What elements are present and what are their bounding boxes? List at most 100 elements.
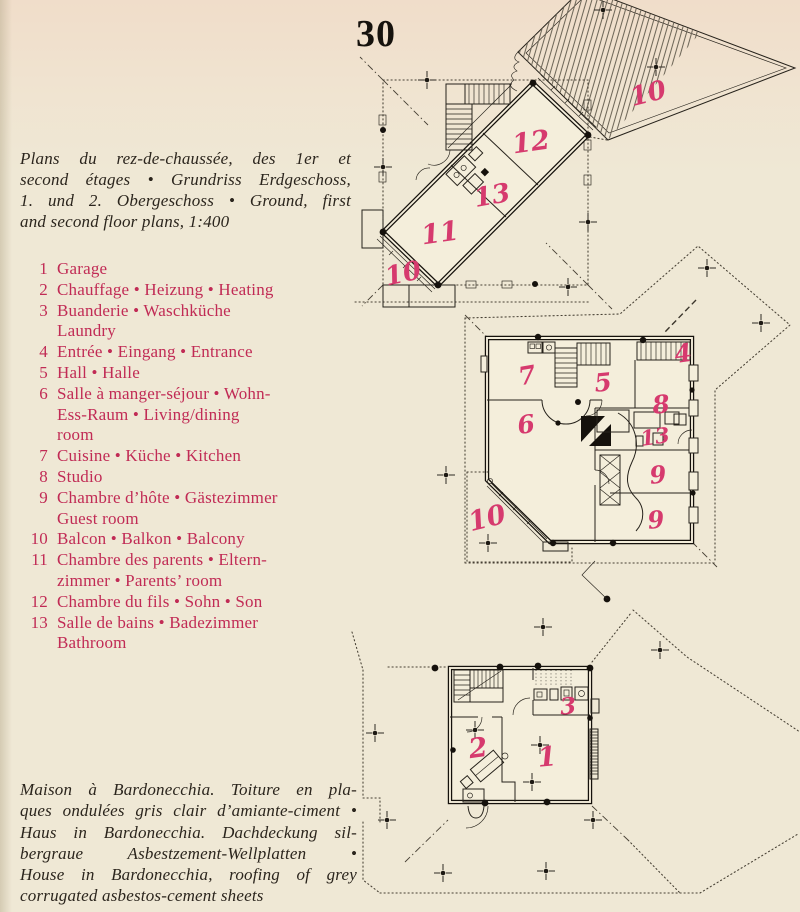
- legend-text: Chauffage • Heizung • Heating: [57, 279, 274, 299]
- survey-dots: [379, 79, 592, 289]
- caption-bottom-line: House in Bardonecchia, roofing of grey: [20, 865, 357, 885]
- legend-text: Garage: [57, 259, 108, 278]
- room-number-label: 10: [382, 256, 424, 293]
- legend-text: Balcon • Balkon • Balcony: [57, 529, 245, 549]
- site-outline: [351, 609, 800, 894]
- legend-item: 9 Chambre d’hôte • Gästezimmer Guest room: [18, 488, 360, 530]
- ground-floor-plan: 3 2 1: [351, 609, 800, 894]
- legend-text: Studio: [57, 466, 103, 486]
- legend-item: 5 Hall • Halle: [18, 363, 360, 384]
- page-number: 30: [356, 13, 396, 55]
- legend-item: 4 Entrée • Eingang • Entrance: [18, 342, 360, 363]
- legend-number: 13: [30, 612, 48, 632]
- legend-number: 7: [39, 446, 48, 466]
- caption-top-line: and second floor plans, 1:400: [20, 211, 230, 231]
- legend-text: Cuisine • Küche • Kitchen: [57, 446, 242, 466]
- caption-bottom-line: corrugated asbestos-cement sheets: [20, 886, 264, 906]
- legend-item: 2 Chauffage • Heizung • Heating: [18, 280, 360, 301]
- legend-text: Chambre du fils • Sohn • Son: [57, 591, 263, 611]
- building-walls: [484, 335, 695, 552]
- site-outline: [354, 56, 613, 310]
- window-and-radiator: [589, 698, 600, 780]
- legend-text: Chambre d’hôte • Gästezimmer Guest room: [57, 487, 278, 528]
- room-number-label: 1: [536, 741, 557, 774]
- legend-number: 9: [39, 487, 48, 507]
- caption-bottom-line: ques ondulées gris clair d’amiante-cimen…: [20, 801, 357, 821]
- stair-room4: [636, 341, 691, 361]
- legend-number: 11: [31, 550, 48, 570]
- room-number-label: 9: [646, 504, 666, 535]
- window-sills: [480, 355, 699, 524]
- interior-partitions: [450, 716, 516, 802]
- bathroom-fixtures: [445, 145, 490, 195]
- room-number-labels: 7 5 4 8 6 13 9 9 10: [465, 338, 694, 538]
- balcony-railings: [376, 74, 597, 293]
- door-arcs: [585, 399, 693, 485]
- room-number-label: 5: [593, 367, 613, 398]
- room-number-labels: 10 12 13 11 10: [382, 75, 669, 292]
- legend-number: 4: [39, 342, 48, 362]
- room-number-label: 10: [465, 499, 509, 538]
- laundry-fixtures: [532, 668, 590, 716]
- interior-partitions: [487, 360, 692, 542]
- legend-text: Salle de bains • Badezimmer Bathroom: [57, 612, 259, 653]
- caption-top-line: second étages • Grundriss Erdgeschoss,: [20, 169, 351, 189]
- boiler: [459, 749, 509, 790]
- caption-bottom-line: Haus in Bardonecchia. Dachdeckung sil-: [20, 822, 357, 842]
- room-number-label: 2: [466, 732, 490, 765]
- room-number-label: 8: [650, 389, 671, 420]
- room-number-label: 12: [510, 125, 552, 161]
- kitchen-fixtures: [527, 341, 556, 354]
- wc-fixtures: [462, 788, 489, 829]
- room-number-label: 11: [419, 216, 461, 252]
- legend-number: 6: [39, 383, 48, 403]
- room-number-label: 9: [648, 459, 668, 490]
- legend-text: Buanderie • Waschküche Laundry: [57, 300, 231, 341]
- caption-top: Plans du rez-de-chaussée, des 1er et sec…: [20, 149, 351, 233]
- legend-number: 8: [39, 466, 48, 486]
- caption-top-line: 1. und 2. Obergeschoss • Ground, first: [20, 190, 351, 210]
- page-edge-shading: [0, 0, 12, 912]
- legend-number: 2: [39, 279, 48, 299]
- freehand-wall: [617, 412, 644, 532]
- interior-partitions: [450, 132, 539, 218]
- legend-item: 13 Salle de bains • Badezimmer Bathroom: [18, 613, 360, 655]
- legend-text: Salle à manger-séjour • Wohn- Ess-Raum •…: [57, 383, 271, 445]
- balcony: [466, 471, 573, 563]
- caption-bottom-line: Maison à Bardonecchia. Toiture en pla-: [20, 780, 357, 799]
- legend-text: Hall • Halle: [57, 362, 140, 382]
- first-floor-plan: 7 5 4 8 6 13 9 9 10: [436, 245, 791, 603]
- room-number-label: 13: [472, 178, 513, 214]
- door-arcs: [466, 697, 531, 733]
- legend-number: 3: [39, 300, 48, 320]
- room-number-label: 6: [515, 409, 536, 440]
- legend-item: 1 Garage: [18, 259, 360, 280]
- legend-item: 11 Chambre des parents • Eltern- zimmer •…: [18, 550, 360, 592]
- legend-number: 1: [39, 259, 48, 278]
- caption-top-line: Plans du rez-de-chaussée, des 1er et: [20, 149, 351, 168]
- staircase: [453, 669, 572, 703]
- survey-dots: [534, 333, 696, 603]
- site-outline: [464, 245, 791, 568]
- legend-item: 3 Buanderie • Waschküche Laundry: [18, 301, 360, 343]
- staircase: [541, 342, 611, 425]
- legend-number: 5: [39, 362, 48, 382]
- staircase: [415, 83, 512, 181]
- room-number-label: 7: [516, 360, 539, 392]
- second-floor-plan: 10 12 13 11 10: [354, 0, 797, 310]
- terrain-line: [581, 560, 608, 600]
- room-number-labels: 3 2 1: [466, 692, 578, 773]
- legend-text: Entrée • Eingang • Entrance: [57, 342, 253, 362]
- roof-terrace-hatched: [510, 0, 797, 141]
- legend-item: 12 Chambre du fils • Sohn • Son: [18, 592, 360, 613]
- fireplace: [581, 416, 611, 446]
- caption-bottom: Maison à Bardonecchia. Toiture en pla- q…: [20, 779, 357, 907]
- legend-item: 8 Studio: [18, 467, 360, 488]
- survey-dots: [431, 662, 594, 807]
- legend-item: 7 Cuisine • Küche • Kitchen: [18, 446, 360, 467]
- legend-number: 12: [30, 591, 48, 611]
- room-number-label: 4: [672, 338, 693, 369]
- legend-text: Chambre des parents • Eltern- zimmer • P…: [57, 550, 268, 590]
